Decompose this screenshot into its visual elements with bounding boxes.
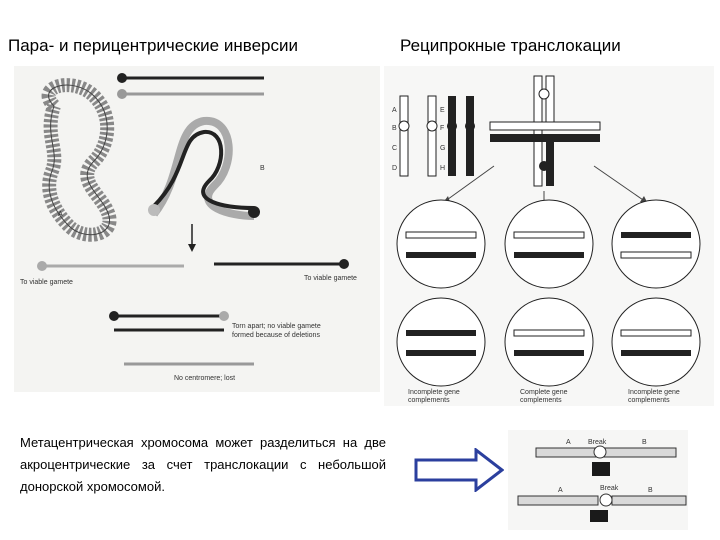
label-a-top: A	[566, 439, 571, 446]
gene-letter-g: G	[440, 145, 445, 152]
inversion-loop-inner	[152, 130, 255, 210]
donor-chromosome-bottom	[590, 510, 608, 522]
label-break-top: Break	[588, 439, 607, 446]
donor-chromosome-top	[592, 462, 610, 476]
gene-letter-c: C	[392, 145, 397, 152]
label-b-top: B	[642, 439, 647, 446]
right-arrow-icon	[414, 448, 504, 492]
label-b-bottom: B	[648, 487, 653, 494]
arrow-to-circle-right	[593, 165, 647, 203]
cross-pairing	[489, 75, 601, 187]
inversion-loop-outer	[150, 116, 255, 220]
centromere-top-2	[117, 89, 127, 99]
inversion-diagram-svg: A B To viable gamete To viable gamete To…	[20, 73, 357, 382]
centromere-top-1	[117, 73, 127, 83]
inversion-diagram: A B To viable gamete To viable gamete To…	[14, 66, 380, 392]
acrocentric-left	[517, 495, 599, 506]
label-a-bottom: A	[558, 487, 563, 494]
centromere-loop-right	[248, 206, 260, 218]
label-incomplete-1b: complements	[408, 397, 450, 404]
description-text: Метацентрическая хромосома может раздели…	[20, 435, 386, 494]
label-torn-2: formed because of deletions	[232, 332, 320, 339]
centromere-loop-left	[148, 204, 160, 216]
product-circle-6	[611, 297, 701, 387]
gene-letter-e: E	[440, 107, 445, 114]
down-arrow-head	[188, 244, 196, 252]
gene-letter-b: B	[392, 125, 397, 132]
label-complete: Complete gene	[520, 389, 568, 396]
product-circle-3	[611, 199, 701, 289]
title-pericentric-inversions: Пара- и перицентрические инверсии	[8, 36, 298, 55]
label-b: B	[260, 165, 265, 172]
break-diagram: A Break B Break A B	[508, 430, 688, 530]
product-circle-4	[396, 297, 486, 387]
gene-letter-a: A	[392, 107, 397, 114]
gene-letter-h: H	[440, 165, 445, 172]
label-incomplete-1: Incomplete gene	[408, 389, 460, 396]
label-break-bottom: Break	[600, 485, 619, 492]
meiotic-products	[396, 199, 701, 387]
label-a: A	[58, 211, 63, 218]
label-no-centromere: No centromere; lost	[174, 375, 235, 382]
arrow-to-circle-left	[443, 165, 495, 203]
acrocentric-right	[611, 495, 687, 506]
gene-letter-f: F	[440, 125, 444, 132]
break-diagram-svg: A Break B Break A B	[517, 439, 687, 522]
parental-chromosomes: A B C D E F G H	[392, 95, 475, 177]
translocation-diagram: A B C D E F G H	[384, 66, 714, 406]
label-incomplete-2b: complements	[628, 397, 670, 404]
label-incomplete-2: Incomplete gene	[628, 389, 680, 396]
product-circle-5	[504, 297, 594, 387]
label-complete-b: complements	[520, 397, 562, 404]
product-circle-2	[504, 199, 594, 289]
label-gamete-1: To viable gamete	[20, 279, 73, 286]
label-torn: Torn apart; no viable gamete	[232, 323, 321, 330]
translocation-diagram-svg: A B C D E F G H	[392, 75, 701, 404]
title-reciprocal-translocations: Реципрокные транслокации	[400, 36, 621, 55]
label-gamete-2: To viable gamete	[304, 275, 357, 282]
product-circle-1	[396, 199, 486, 289]
gene-letter-d: D	[392, 165, 397, 172]
